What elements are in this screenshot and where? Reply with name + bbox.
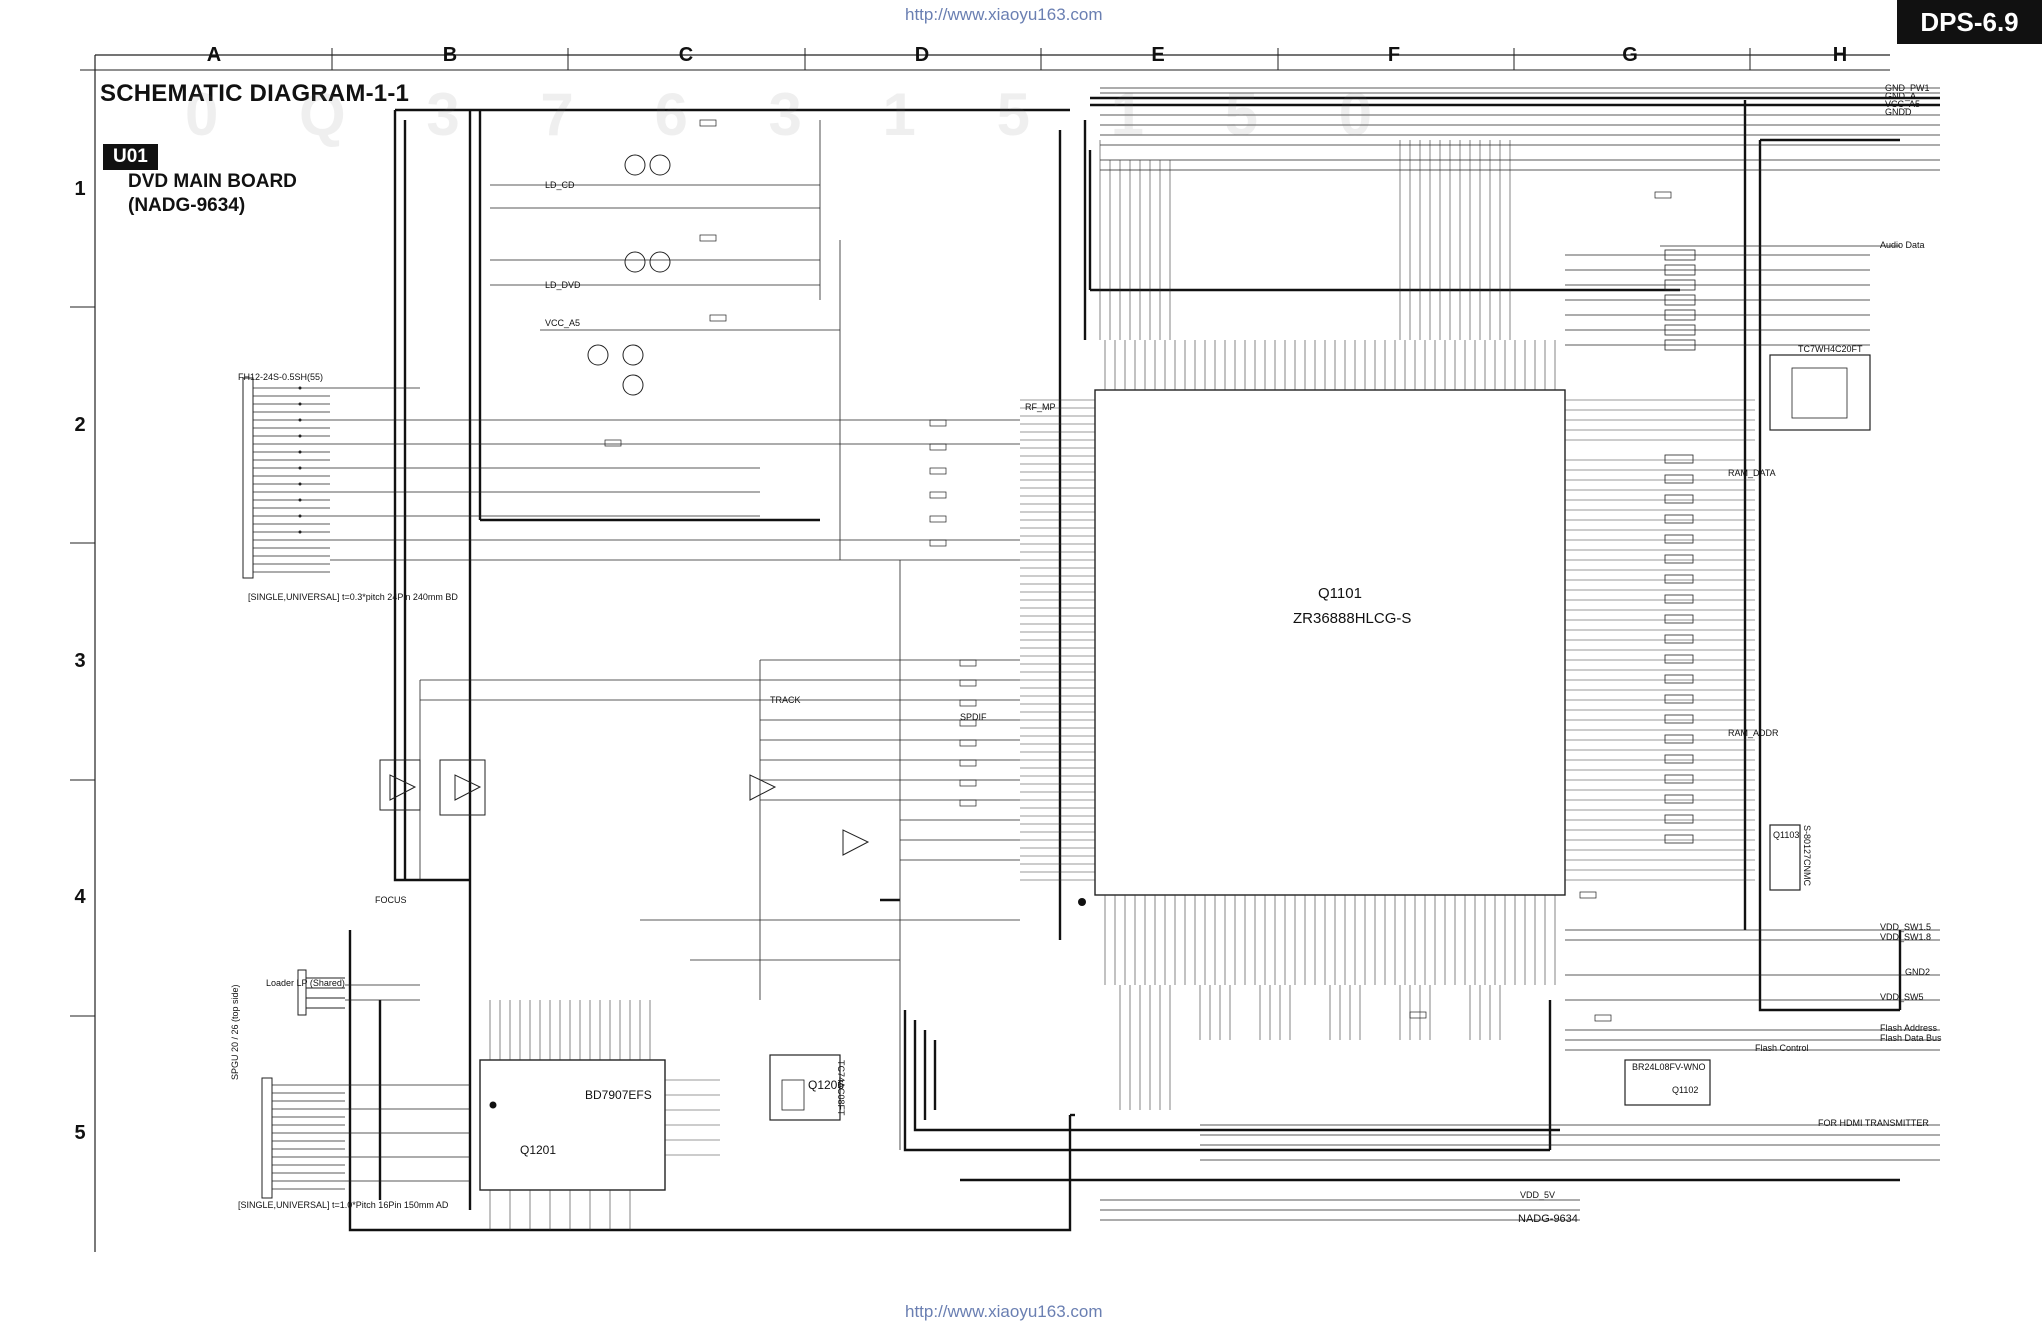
column-ticks (331, 48, 1751, 70)
net-label: SPDIF (960, 712, 987, 722)
row-label-4: 4 (74, 886, 86, 908)
loader-connector-block (297, 969, 345, 1016)
net-label: Flash Data Bus (1880, 1033, 1942, 1043)
left-section-wiring (330, 120, 1940, 1221)
row-label-1: 1 (74, 178, 86, 200)
top-bus-bundle (1099, 140, 1511, 340)
column-label-c: C (678, 44, 694, 66)
column-label-b: B (442, 44, 458, 66)
pickup-connector-label: FH12-24S-0.5SH(55) (238, 372, 324, 382)
eeprom-ic (1624, 1059, 1711, 1106)
footer-board-code: NADG-9634 (1518, 1213, 1578, 1225)
net-label: LD_CD (545, 180, 575, 190)
column-label-d: D (914, 44, 930, 66)
source-url-bottom: http://www.xiaoyu163.com (905, 1302, 1103, 1321)
motor-connector-label: SPGU 20 / 26 (top side) (230, 984, 240, 1080)
board-name: DVD MAIN BOARD (128, 171, 297, 192)
page-number-badge: DPS-6.9 (1897, 0, 2042, 44)
net-label: VDD_SW5 (1880, 992, 1924, 1002)
opamp-symbols (379, 759, 870, 856)
net-label: VCC_A5 (545, 318, 581, 328)
watermark-text: 0 Q 3 7 6 3 1 5 1 5 0 (185, 81, 1405, 148)
source-url: http://www.xiaoyu163.com (905, 5, 1103, 24)
net-label: Audio Data (1880, 240, 1925, 250)
driver-ic-ref: Q1201 (520, 1143, 557, 1157)
driver-ic-pins (489, 1000, 720, 1230)
net-label: GND_PW1 (1885, 83, 1930, 93)
net-label: GND2 (1905, 967, 1931, 977)
board-code: (NADG-9634) (128, 195, 246, 216)
diagram-title: SCHEMATIC DIAGRAM-1-1 (100, 80, 410, 107)
column-label-g: G (1622, 44, 1638, 66)
main-ic-pins (1020, 340, 1755, 985)
selector-ic-q1103 (1769, 824, 1801, 891)
mux-ic-part: TC7WH4C20FT (1798, 344, 1863, 354)
main-bus-lines (348, 96, 1940, 1232)
net-label: RAM_DATA (1728, 468, 1776, 478)
pickup-connector-note: [SINGLE,UNIVERSAL] t=0.3*pitch 24Pin 240… (248, 592, 458, 602)
net-label: FOR HDMI TRANSMITTER (1818, 1118, 1929, 1128)
selector-ic-part: S-80127CNMC (1802, 825, 1812, 887)
main-ic-ref: Q1101 (1318, 585, 1362, 602)
net-label: VCC_A5 (1885, 99, 1921, 109)
column-label-h: H (1832, 44, 1848, 66)
right-resistor-arrays (1664, 454, 1694, 844)
loader-connector-label: Loader LP (Shared) (266, 978, 345, 988)
pickup-connector-block (242, 377, 330, 579)
net-label: VDD_SW1.5 (1880, 922, 1932, 932)
motor-connector-block (261, 1077, 345, 1199)
top-right-nets (1100, 87, 1940, 247)
column-label-e: E (1151, 44, 1165, 66)
net-label: GNDD (1885, 107, 1912, 117)
net-label: FOCUS (375, 895, 407, 905)
column-label-f: F (1387, 44, 1401, 66)
row-label-5: 5 (74, 1122, 86, 1144)
bottom-bus-bundle (1119, 985, 1501, 1110)
main-ic-part: ZR36888HLCG-S (1293, 610, 1412, 627)
ic-q1206-part: TC74AC08FT (836, 1060, 846, 1116)
motor-connector-note: [SINGLE,UNIVERSAL] t=1.0*Pitch 16Pin 150… (238, 1200, 449, 1210)
net-label: LD_DVD (545, 280, 581, 290)
row-ticks (70, 306, 95, 1017)
eeprom-part: BR24L08FV-WNO (1632, 1062, 1706, 1072)
net-label: VDD_5V (1520, 1190, 1556, 1200)
net-label: GND_A (1885, 91, 1917, 101)
ic-q1206-ref: Q1206 (808, 1078, 845, 1092)
transistor-symbols (587, 154, 671, 396)
net-label: RF_MP (1025, 402, 1056, 412)
eeprom-ref: Q1102 (1672, 1085, 1699, 1095)
driver-ic-q1201 (479, 1059, 666, 1191)
pin1-marker (1078, 898, 1086, 906)
mux-ic (1769, 354, 1871, 431)
passive-components (604, 119, 1672, 1022)
row-label-3: 3 (74, 650, 86, 672)
net-label: RAM_ADDR (1728, 728, 1779, 738)
driver-ic-part: BD7907EFS (585, 1088, 652, 1102)
row-label-2: 2 (74, 414, 86, 436)
net-label: Flash Address (1880, 1023, 1938, 1033)
board-tag: U01 (103, 144, 158, 170)
net-label: Flash Control (1755, 1043, 1809, 1053)
column-label-a: A (206, 44, 222, 66)
net-label: VDD_SW1.8 (1880, 932, 1932, 942)
audio-output-section (1565, 249, 1870, 351)
main-ic-q1101 (1094, 389, 1566, 896)
net-label: TRACK (770, 695, 801, 705)
ic-q1206 (769, 1054, 841, 1121)
selector-ic-ref: Q1103 (1773, 830, 1800, 840)
